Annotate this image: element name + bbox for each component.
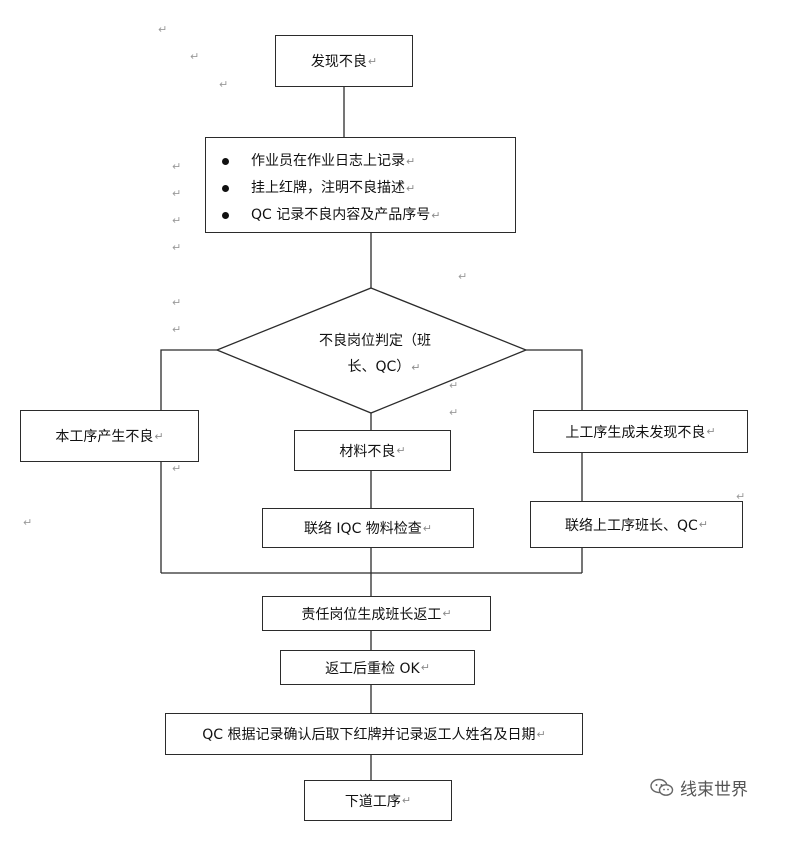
stray-return-mark: ↵ [158, 23, 168, 36]
contact-prev-box: 联络上工序班长、QC↵ [530, 501, 743, 548]
stray-return-mark: ↵ [458, 270, 468, 283]
middle-branch-box: 材料不良↵ [294, 430, 451, 471]
bullet-icon [222, 212, 229, 219]
stray-return-mark: ↵ [172, 323, 182, 336]
bullet-icon [222, 158, 229, 165]
wechat-icon [650, 778, 674, 796]
decision-label: 不良岗位判定（班 长、QC）↵ [300, 328, 450, 381]
stray-return-mark: ↵ [449, 406, 459, 419]
recheck-box: 返工后重检 OK↵ [280, 650, 475, 685]
stray-return-mark: ↵ [736, 490, 746, 503]
rework-label: 责任岗位生成班长返工 [301, 606, 442, 623]
stray-return-mark: ↵ [172, 214, 182, 227]
right-branch-label: 上工序生成未发现不良 [565, 424, 706, 441]
return-mark: ↵ [367, 54, 378, 68]
contact-prev-label: 联络上工序班长、QC [564, 517, 698, 534]
stray-return-mark: ↵ [172, 296, 182, 309]
decision-line1: 不良岗位判定（班 [319, 333, 431, 349]
recheck-label: 返工后重检 OK [325, 660, 420, 677]
stray-return-mark: ↵ [172, 187, 182, 200]
stray-return-mark: ↵ [23, 516, 33, 529]
stray-return-mark: ↵ [172, 462, 182, 475]
rework-box: 责任岗位生成班长返工↵ [262, 596, 491, 631]
bullet-icon [222, 185, 229, 192]
contact-iqc-label: 联络 IQC 物料检查 [303, 521, 422, 537]
connector-decision-left [160, 349, 217, 410]
middle-branch-label: 材料不良 [339, 443, 396, 460]
record-list: 作业员在作业日志上记录↵ 挂上红牌，注明不良描述↵ QC 记录不良内容及产品序号… [222, 148, 440, 232]
left-branch-box: 本工序产生不良↵ [20, 410, 199, 462]
stray-return-mark: ↵ [172, 160, 182, 173]
qc-confirm-box: QC 根据记录确认后取下红牌并记录返工人姓名及日期↵ [165, 713, 583, 755]
right-branch-box: 上工序生成未发现不良↵ [533, 410, 748, 453]
connector-decision-right [526, 349, 583, 410]
watermark-text: 线束世界 [680, 780, 748, 800]
decision-line2-row: 长、QC）↵ [347, 359, 421, 375]
record-box: 作业员在作业日志上记录↵ 挂上红牌，注明不良描述↵ QC 记录不良内容及产品序号… [205, 137, 516, 233]
next-process-label: 下道工序 [344, 793, 401, 810]
contact-iqc-box: 联络 IQC 物料检查↵ [262, 508, 474, 548]
record-item: QC 记录不良内容及产品序号↵ [222, 202, 440, 229]
found-defect-box: 发现不良↵ [275, 35, 413, 87]
record-item: 作业员在作业日志上记录↵ [222, 148, 440, 175]
stray-return-mark: ↵ [219, 78, 229, 91]
stray-return-mark: ↵ [190, 50, 200, 63]
stray-return-mark: ↵ [449, 379, 459, 392]
found-defect-label: 发现不良 [310, 54, 367, 70]
watermark: 线束世界 [650, 775, 748, 800]
record-item: 挂上红牌，注明不良描述↵ [222, 175, 440, 202]
qc-confirm-label: QC 根据记录确认后取下红牌并记录返工人姓名及日期 [202, 727, 536, 743]
next-process-box: 下道工序↵ [304, 780, 452, 821]
decision-line2: 长、QC） [347, 359, 411, 375]
left-branch-label: 本工序产生不良 [55, 429, 154, 445]
stray-return-mark: ↵ [172, 241, 182, 254]
